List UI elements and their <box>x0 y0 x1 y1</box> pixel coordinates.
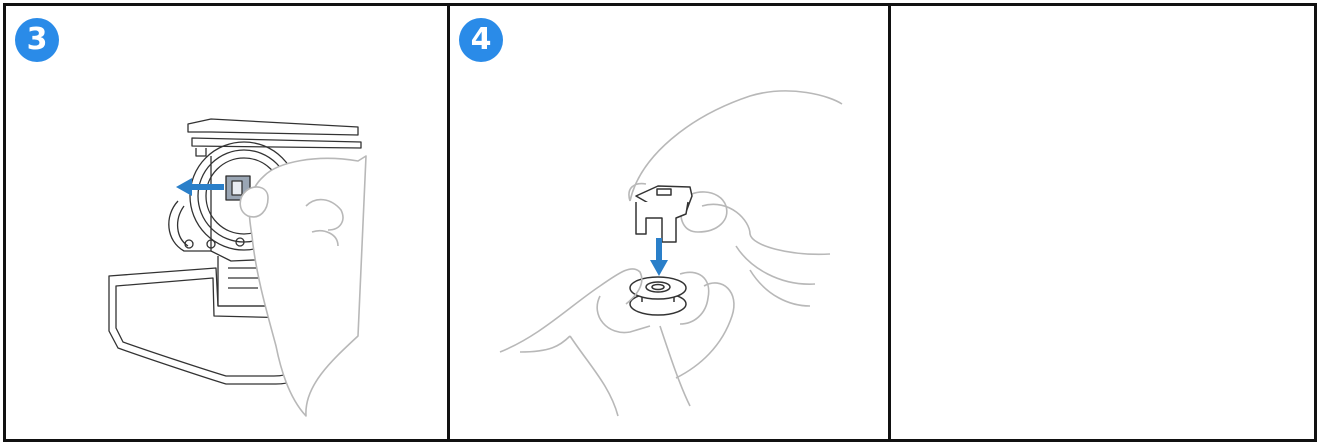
step-panel-4: 4 <box>447 6 891 439</box>
empty-step-panel <box>888 6 1314 439</box>
remove-bobbin-case-icon <box>6 6 444 439</box>
step-panel-3: 3 <box>6 6 447 439</box>
instruction-steps-frame: 3 <box>3 3 1317 442</box>
insert-bobbin-icon <box>450 6 888 439</box>
